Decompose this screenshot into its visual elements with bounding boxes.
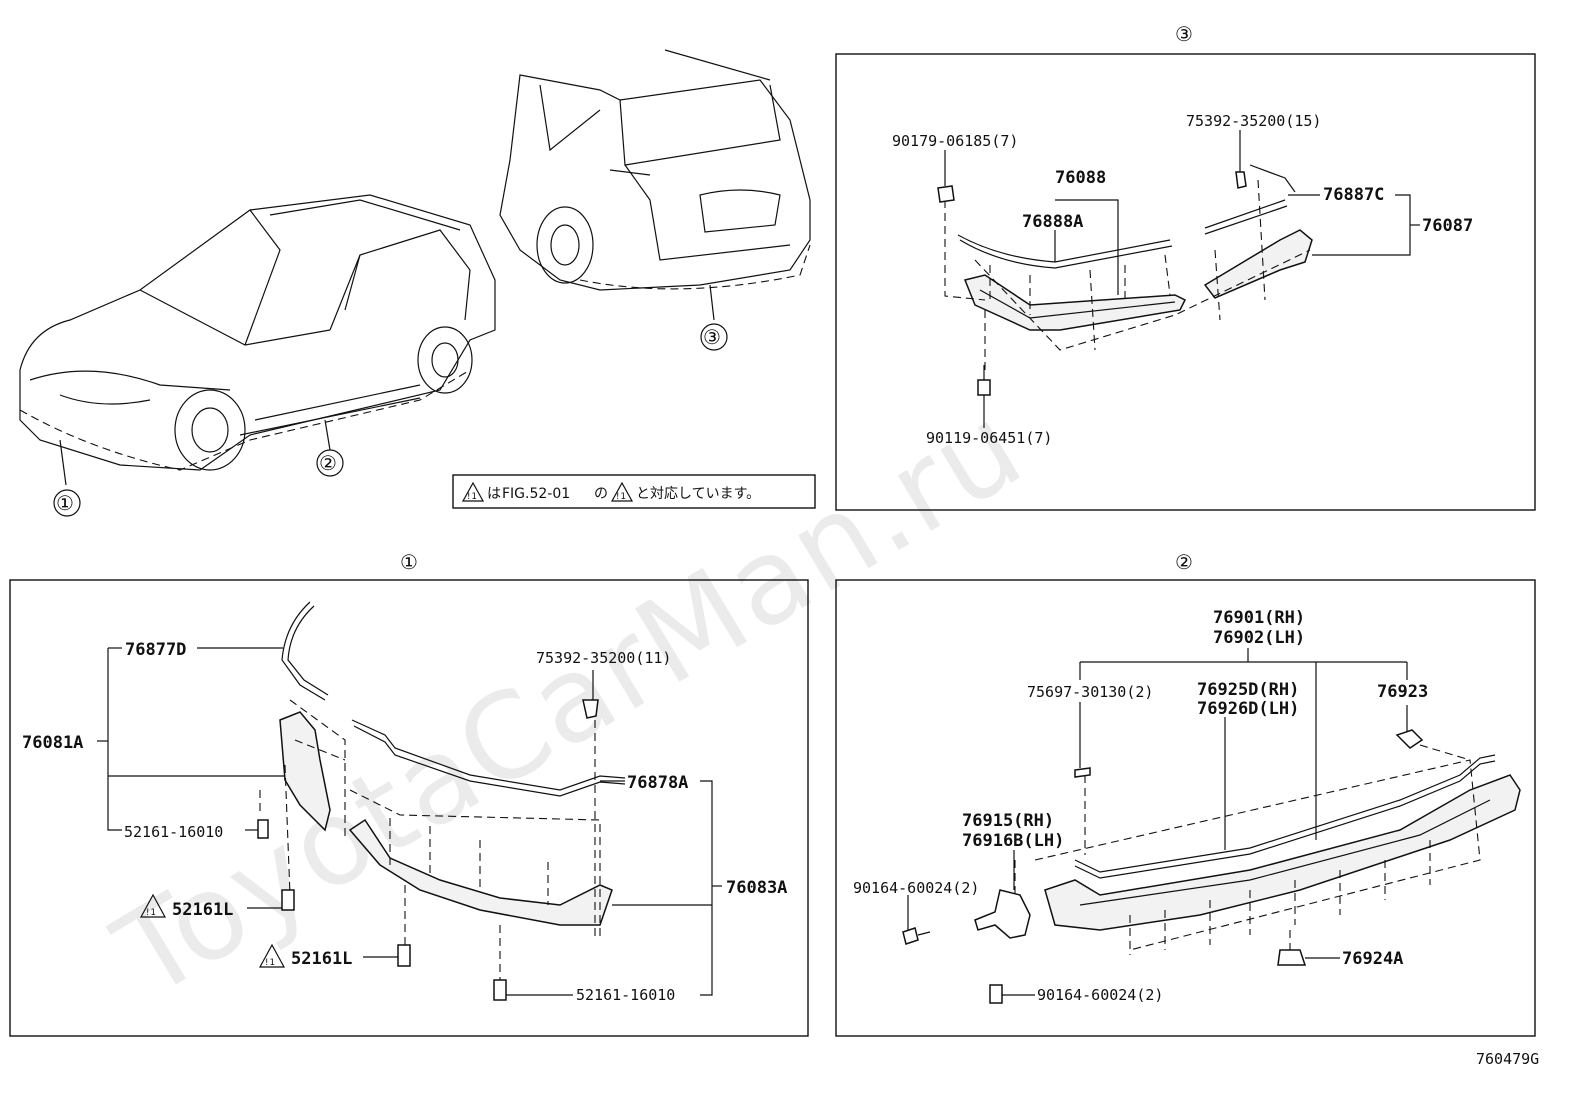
clip-icon	[937, 185, 955, 203]
warning-triangle-icon	[461, 481, 485, 502]
label-90119-06451: 90119-06451(7)	[926, 429, 1052, 447]
clip-icon	[1074, 767, 1091, 778]
overview-callout-1-label: ①	[56, 491, 74, 515]
clip-icon	[281, 889, 295, 911]
clip-icon	[1395, 729, 1424, 749]
screw-icon	[902, 927, 919, 945]
panel3-frame	[835, 53, 1536, 511]
label-75392-35200-11: 75392-35200(11)	[536, 649, 671, 667]
screw-icon	[989, 984, 1003, 1004]
label-75392-35200-15: 75392-35200(15)	[1186, 112, 1321, 130]
note-prefix: は	[487, 486, 501, 502]
label-76915-rh: 76915(RH)	[962, 811, 1054, 831]
label-76925D-rh: 76925D(RH)	[1197, 680, 1299, 700]
label-90164-60024-bottom: 90164-60024(2)	[1037, 986, 1163, 1004]
label-76088: 76088	[1055, 168, 1106, 188]
label-76083A: 76083A	[726, 878, 787, 898]
label-76924A: 76924A	[1342, 949, 1403, 969]
svg-text:!1: !1	[466, 492, 477, 502]
note-middle: の	[594, 486, 608, 502]
overview-callout-2-label: ②	[319, 451, 337, 475]
label-76087: 76087	[1422, 216, 1473, 236]
overview-callout-2	[316, 449, 344, 477]
svg-text:!1: !1	[145, 908, 156, 918]
label-76887C: 76887C	[1323, 185, 1384, 205]
overview-callout-3	[700, 323, 728, 351]
overview-callout-1	[53, 489, 81, 517]
label-76901-rh: 76901(RH)	[1213, 608, 1305, 628]
label-76081A: 76081A	[22, 733, 83, 753]
label-76888A: 76888A	[1022, 212, 1083, 232]
label-76902-lh: 76902(LH)	[1213, 628, 1305, 648]
note-suffix: と対応しています。	[636, 486, 760, 502]
clip-icon	[1235, 171, 1247, 189]
label-76923: 76923	[1377, 682, 1428, 702]
panel1-frame	[9, 579, 809, 1037]
label-52161L-1: 52161L	[172, 900, 233, 920]
svg-text:!1: !1	[615, 492, 626, 502]
bolt-icon	[977, 379, 991, 396]
overview-callout-3-label: ③	[703, 325, 721, 349]
clip-icon	[1277, 949, 1307, 966]
bracket-icon	[974, 889, 1031, 939]
figure-code: 760479G	[1476, 1050, 1539, 1068]
label-76916B-lh: 76916B(LH)	[962, 831, 1064, 851]
label-90164-60024-left: 90164-60024(2)	[853, 879, 979, 897]
clip-icon	[397, 944, 411, 967]
warning-triangle-icon	[139, 893, 167, 918]
label-90179-06185: 90179-06185(7)	[892, 132, 1018, 150]
panel3-drawing	[937, 130, 1420, 428]
warning-triangle-icon	[610, 481, 634, 502]
label-76926D-lh: 76926D(LH)	[1197, 699, 1299, 719]
label-52161-16010-bottom: 52161-16010	[576, 986, 675, 1004]
label-52161L-2: 52161L	[291, 949, 352, 969]
panel1-title: ①	[400, 550, 418, 574]
clip-icon	[257, 819, 269, 839]
panel2-title: ②	[1175, 550, 1193, 574]
clip-icon	[493, 979, 507, 1001]
panel1-drawing	[97, 601, 722, 1001]
panel3-title: ③	[1175, 22, 1193, 46]
label-76878A: 76878A	[627, 773, 688, 793]
warning-triangle-icon	[258, 943, 286, 968]
overview-front-car	[19, 194, 496, 486]
panel2-drawing	[902, 648, 1521, 1004]
note-box: !1 は FIG.52-01 の !1 と対応しています。	[452, 474, 816, 509]
label-52161-16010-left: 52161-16010	[124, 823, 223, 841]
label-76877D: 76877D	[125, 640, 186, 660]
note-ref: FIG.52-01	[502, 486, 570, 502]
panel2-frame	[835, 579, 1536, 1037]
svg-text:!1: !1	[264, 958, 275, 968]
label-75697-30130: 75697-30130(2)	[1027, 683, 1153, 701]
watermark: ToyotaCarMan.ru	[92, 376, 1045, 1024]
overview-rear-car	[499, 49, 811, 321]
